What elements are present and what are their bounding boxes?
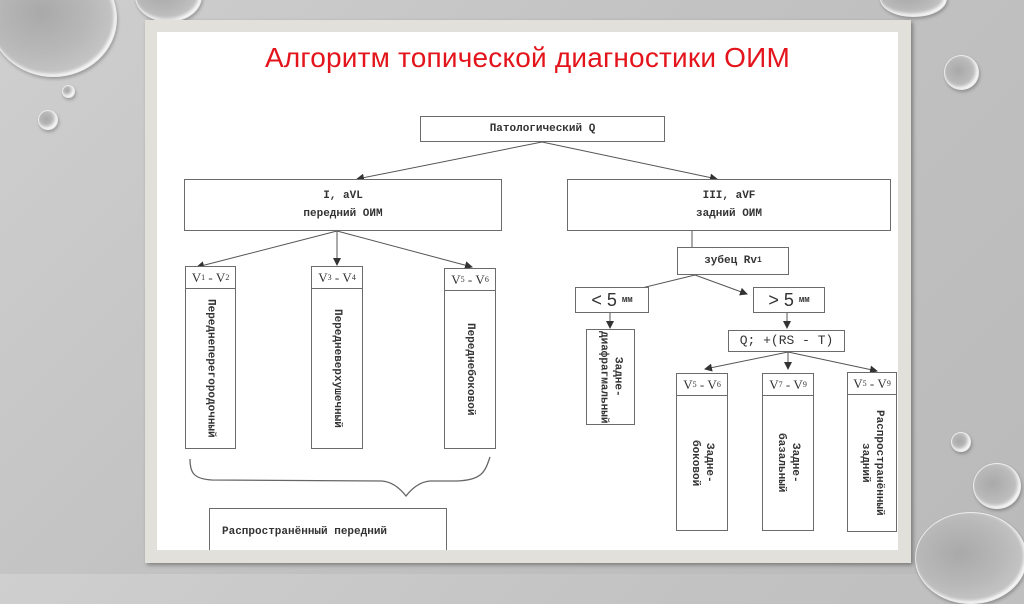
slide-frame: Алгоритм топической диагностики ОИМ xyxy=(145,20,911,563)
root-box-pathological-q: Патологический Q xyxy=(420,116,665,142)
greater-than-5mm-box: > 5 мм xyxy=(753,287,825,313)
root-label: Патологический Q xyxy=(489,123,596,135)
less-than-5mm-box: < 5 мм xyxy=(575,287,649,313)
column-label: Переднебоковой xyxy=(464,323,476,416)
column-label: Распространённый задний xyxy=(859,410,885,516)
combined-anterior-box: Распространённый передний xyxy=(209,508,447,550)
less-value: 5 xyxy=(606,290,617,310)
posterior-diaphragmatic-box: Задне- диафрагмальный xyxy=(586,329,635,425)
decorative-drop xyxy=(915,512,1024,604)
anterior-leads: I, aVL xyxy=(323,190,363,202)
more-unit: мм xyxy=(798,295,810,305)
combined-anterior-label: Распространённый передний xyxy=(222,526,388,538)
less-sign: < xyxy=(591,290,602,310)
column-label: Задне- базальный xyxy=(775,433,801,493)
anterior-box: I, aVL передний ОИМ xyxy=(184,179,502,231)
column-label: Передневерхушечный xyxy=(331,309,343,428)
arrow-ant-v5v6 xyxy=(336,230,473,270)
column-label: Задне- боковой xyxy=(689,439,715,487)
posterior-label: задний ОИМ xyxy=(695,208,762,220)
rv1-label: зубец Rv xyxy=(704,255,757,267)
arrow-crit-v5v9 xyxy=(787,351,878,374)
decorative-drop xyxy=(135,0,202,22)
curly-brace xyxy=(189,456,491,498)
arrow-ant-v1v2 xyxy=(196,230,338,270)
decorative-drop xyxy=(973,463,1021,509)
column-label: Задне- диафрагмальный xyxy=(597,330,624,424)
decorative-drop xyxy=(944,55,979,90)
column-label: Переднеперегородочный xyxy=(204,299,217,438)
criteria-box: Q; +(RS - T) xyxy=(728,330,845,352)
arrow-crit-v5v6 xyxy=(704,351,789,372)
connector-lines xyxy=(189,141,878,498)
more-value: 5 xyxy=(783,290,794,310)
posterior-leads: III, aVF xyxy=(702,190,756,202)
arrow-root-posterior xyxy=(541,141,718,182)
decorative-drop xyxy=(0,0,117,77)
anterior-label: передний ОИМ xyxy=(303,208,383,220)
arrow-rv1-more xyxy=(694,274,748,296)
decorative-drop xyxy=(38,110,58,130)
slide-canvas: Алгоритм топической диагностики ОИМ xyxy=(157,32,898,550)
decorative-drop xyxy=(951,432,971,452)
criteria-label: Q; +(RS - T) xyxy=(739,333,834,348)
more-sign: > xyxy=(768,290,779,310)
slide-title: Алгоритм топической диагностики ОИМ xyxy=(264,42,790,73)
less-unit: мм xyxy=(621,295,633,305)
arrow-root-anterior xyxy=(356,141,543,182)
rv1-sub: 1 xyxy=(757,256,762,265)
decorative-drop xyxy=(62,85,75,98)
decorative-drop xyxy=(880,0,947,17)
posterior-box: III, aVF задний ОИМ xyxy=(567,179,891,231)
